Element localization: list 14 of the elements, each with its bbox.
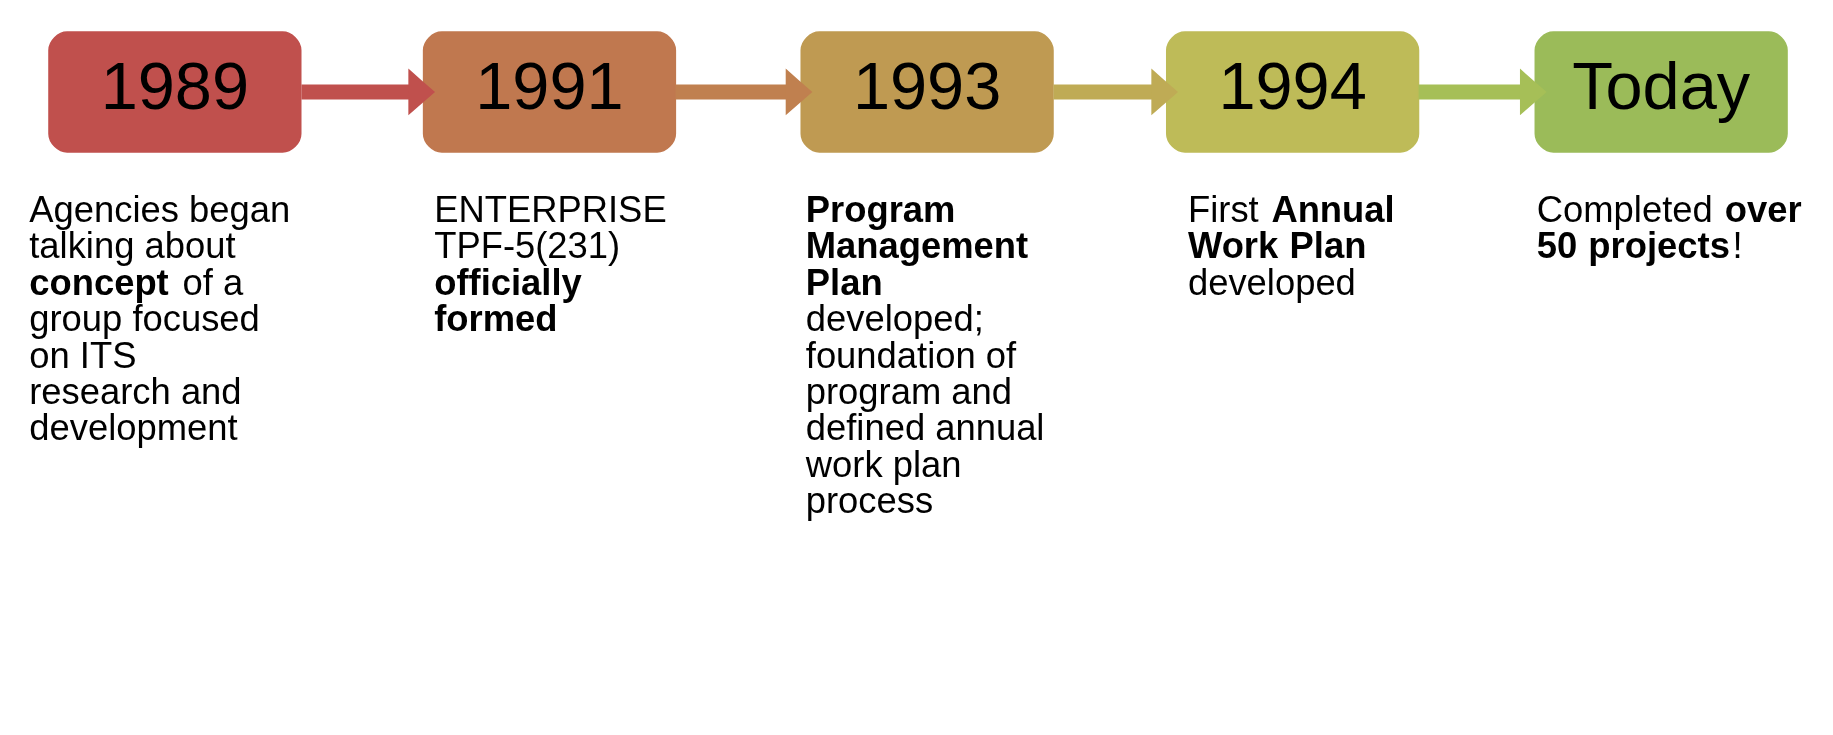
node-label: Program Management Plan developed; foundation of program and defined annual work plan process: [805, 188, 1045, 521]
arrow: [1418, 68, 1547, 115]
arrow: [675, 68, 813, 115]
node-box: 1991: [422, 30, 677, 153]
node-label: Completed over 50 projects!: [1536, 188, 1802, 266]
node-box: 1994: [1166, 30, 1420, 153]
node-box: 1993: [800, 30, 1054, 153]
node-box: 1989: [48, 30, 302, 153]
arrow: [1053, 68, 1179, 115]
node-label: First Annual Work Plan developed: [1187, 188, 1395, 303]
node-box: Today: [1534, 30, 1788, 153]
arrow: [301, 68, 436, 115]
node-label: Agencies began talking about concept of a group focused on ITS research and development: [29, 188, 291, 448]
node-label: ENTERPRISE TPF-5(231) officially formed: [434, 188, 667, 339]
